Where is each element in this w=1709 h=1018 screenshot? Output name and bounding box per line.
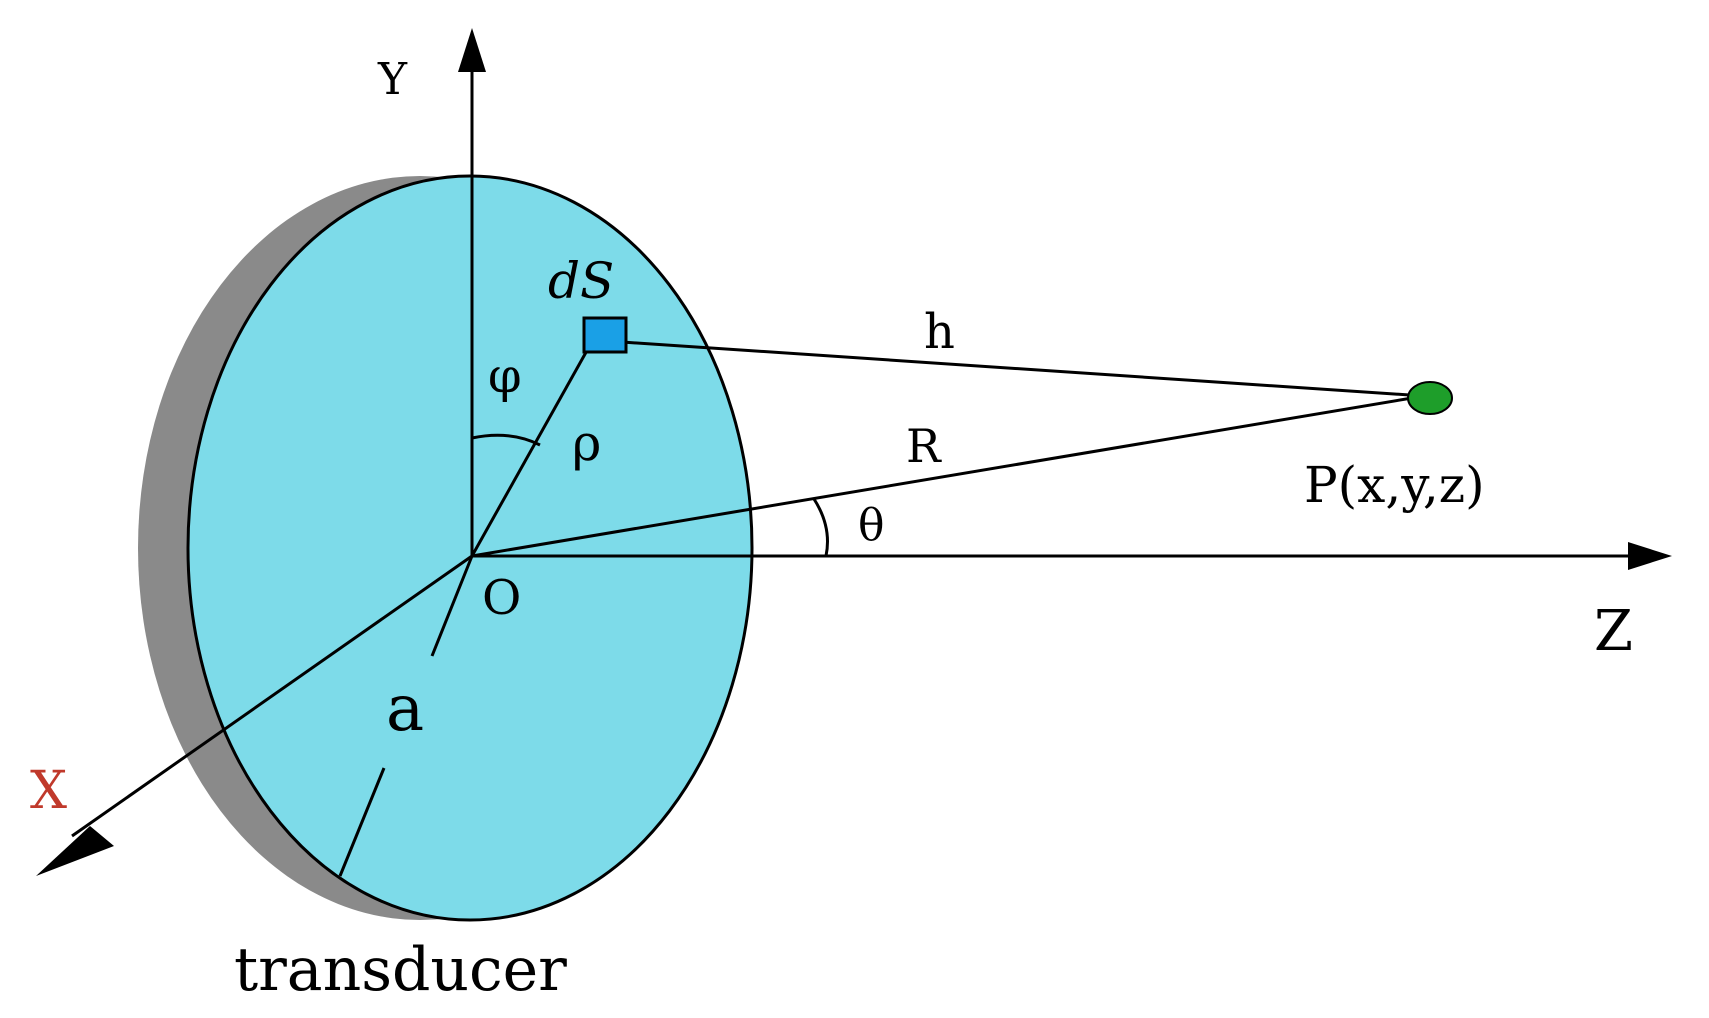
radius-line-lower: [338, 767, 386, 877]
rho-label: ρ: [572, 414, 601, 472]
x-axis-label: X: [30, 761, 67, 821]
phi-label: φ: [488, 348, 522, 404]
transducer-label: transducer: [234, 935, 567, 1005]
radius-line-upper: [430, 555, 474, 657]
h-label: h: [924, 304, 955, 360]
ds-label: dS: [548, 252, 614, 310]
phi-angle-arc: [471, 433, 541, 447]
theta-label: θ: [858, 500, 885, 551]
radius-label: a: [386, 672, 424, 746]
y-axis-label: Y: [377, 54, 408, 105]
field-point-p: [1407, 381, 1453, 415]
y-axis-arrowhead: [458, 28, 486, 72]
origin-label: O: [482, 570, 521, 626]
rho-line: [470, 337, 596, 557]
z-axis-arrowhead: [1628, 542, 1672, 570]
z-axis-label: Z: [1594, 599, 1633, 664]
x-axis-line: [71, 554, 473, 838]
point-label: P(x,y,z): [1304, 456, 1485, 514]
theta-angle-arc: [812, 498, 829, 557]
surface-element-ds: [582, 316, 628, 354]
r-label: R: [906, 419, 942, 473]
x-axis-arrowhead: [36, 826, 114, 876]
r-line: [471, 394, 1425, 558]
transducer-face: [186, 174, 754, 922]
h-line: [621, 340, 1425, 398]
